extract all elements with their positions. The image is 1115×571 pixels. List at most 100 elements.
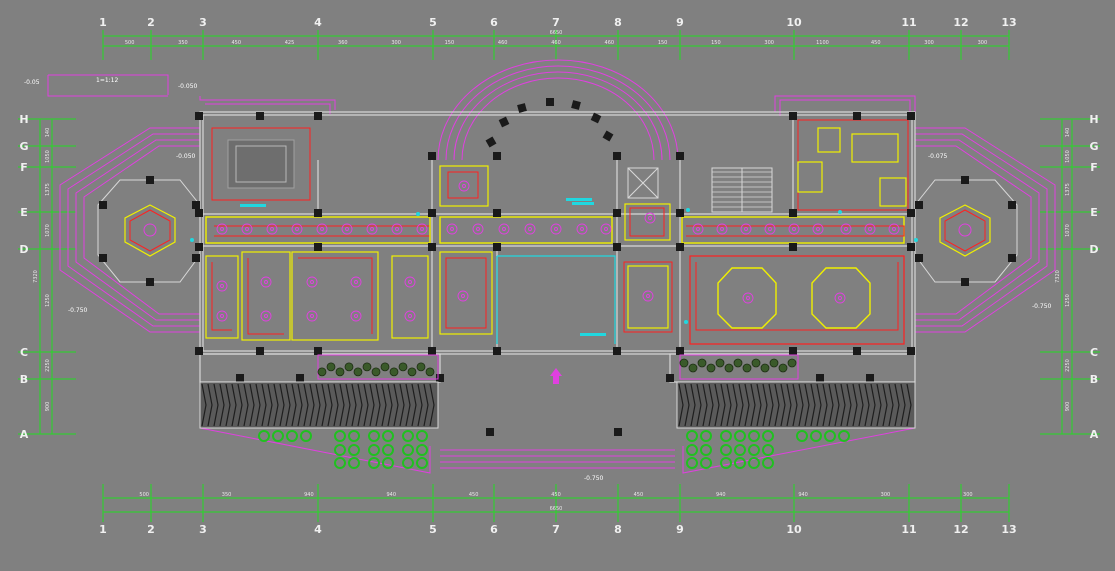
chandelier-center — [462, 184, 466, 188]
hatch-stroke — [858, 383, 864, 427]
chandelier-center — [580, 227, 584, 231]
column-label-1: 1 — [99, 16, 107, 29]
planter-ring — [368, 430, 380, 442]
left-lower-rooms — [205, 225, 431, 341]
column-label-11: 11 — [901, 523, 916, 536]
dimension-value: 300 — [963, 492, 973, 498]
hatch-stroke — [261, 383, 267, 427]
row-label-G: G — [1089, 140, 1098, 153]
planter-ring — [686, 457, 698, 469]
chandelier-center — [554, 227, 558, 231]
column-post — [961, 278, 969, 286]
chandelier-center — [868, 227, 872, 231]
hatch-stroke — [804, 383, 810, 427]
chandelier-center — [264, 314, 268, 318]
chandelier-icon — [498, 223, 510, 235]
chandelier-center — [744, 227, 748, 231]
column-post — [613, 243, 621, 251]
column-post — [436, 374, 444, 382]
column-post — [192, 254, 200, 262]
planter-ring — [368, 444, 380, 456]
planter-ring — [700, 430, 712, 442]
dimension-value: 350 — [178, 40, 188, 46]
column-post — [1008, 254, 1016, 262]
row-label-D: D — [1089, 243, 1098, 256]
column-post — [853, 347, 861, 355]
hatch-stroke — [876, 383, 882, 427]
planter-ring — [720, 430, 732, 442]
hatch-stroke — [714, 383, 720, 427]
scale-note: 1=1:12 — [96, 77, 119, 84]
column-post — [915, 254, 923, 262]
dimension-value: 300 — [764, 40, 774, 46]
row-label-D: D — [19, 243, 28, 256]
chandelier-icon — [350, 310, 362, 322]
chandelier-center — [528, 227, 532, 231]
elev-tag-top-left: -0.05 — [24, 79, 40, 86]
chandelier-center — [395, 227, 399, 231]
dimension-value: 425 — [285, 40, 295, 46]
row-dimension-value: 900 — [45, 402, 51, 412]
chandelier-center — [450, 227, 454, 231]
column-post — [789, 209, 797, 217]
row-label-C: C — [1090, 346, 1098, 359]
column-label-10: 10 — [786, 16, 802, 29]
chandelier-icon — [341, 223, 353, 235]
hatch-stroke — [828, 383, 834, 427]
column-post — [789, 112, 797, 120]
chandelier-center — [310, 280, 314, 284]
shrub-icon — [353, 367, 363, 377]
chandelier-center — [408, 314, 412, 318]
row-label-E: E — [1090, 206, 1098, 219]
column-label-7: 7 — [552, 523, 560, 536]
planter-ring — [334, 444, 346, 456]
hatch-stroke — [894, 383, 900, 427]
column-label-2: 2 — [147, 16, 155, 29]
hatch-stroke — [279, 383, 285, 427]
hatch-stroke — [267, 383, 273, 427]
column-label-5: 5 — [429, 16, 437, 29]
cyan-markers — [190, 198, 918, 336]
chandelier-center — [720, 227, 724, 231]
row-dimension-total: 7320 — [1055, 270, 1061, 283]
hatch-stroke — [852, 383, 858, 427]
planter-ring — [734, 444, 746, 456]
shrub-icon — [769, 358, 779, 368]
row-label-C: C — [20, 346, 28, 359]
column-label-6: 6 — [490, 523, 498, 536]
chandelier-center — [604, 227, 608, 231]
row-dimension-value: 2250 — [1065, 359, 1071, 372]
chandelier-center — [320, 227, 324, 231]
planter-ring — [348, 444, 360, 456]
hatch-stroke — [732, 383, 738, 427]
row-label-A: A — [20, 428, 29, 441]
planter-ring — [838, 430, 850, 442]
column-post — [676, 209, 684, 217]
row-dimension-value: 1250 — [1065, 294, 1071, 307]
shrub-icon — [706, 363, 716, 373]
chandelier-icon — [457, 290, 469, 302]
shrub-icon — [398, 362, 408, 372]
hatch-stroke — [321, 383, 327, 427]
hatch-stroke — [225, 383, 231, 427]
dimension-value: 940 — [716, 492, 726, 498]
hatch-stroke — [882, 383, 888, 427]
shrub-icon — [688, 363, 698, 373]
hatch-stroke — [243, 383, 249, 427]
column-label-2: 2 — [147, 523, 155, 536]
chandelier-icon — [764, 223, 776, 235]
column-post — [256, 347, 264, 355]
hatch-stroke — [285, 383, 291, 427]
column-post — [236, 374, 244, 382]
planter-ring — [382, 444, 394, 456]
dimension-value: 500 — [139, 492, 149, 498]
planter-ring — [300, 430, 312, 442]
column-label-11: 11 — [901, 16, 916, 29]
hatch-stroke — [387, 383, 393, 427]
dimension-value: 450 — [469, 492, 479, 498]
chandelier-center — [844, 227, 848, 231]
chandelier-icon — [788, 223, 800, 235]
left-octagon-wing — [97, 179, 201, 283]
planter-ring — [382, 457, 394, 469]
